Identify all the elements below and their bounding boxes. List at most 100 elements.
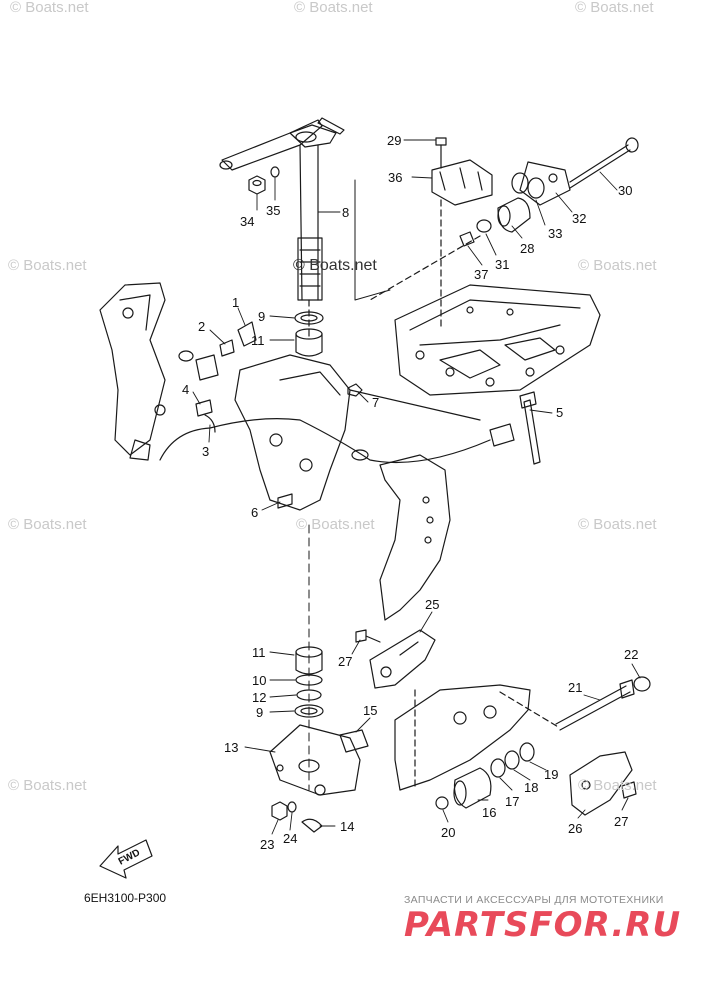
mount-rubber-16 (453, 767, 492, 809)
washer-19 (519, 742, 535, 762)
watermark: © Boats.net (578, 257, 657, 274)
part-15 (339, 729, 369, 753)
part-label-14: 14 (340, 819, 355, 834)
washer-31 (476, 219, 492, 233)
washer-9-bottom (294, 704, 324, 718)
part-label-23: 23 (260, 837, 275, 852)
watermark: © Boats.net (294, 0, 373, 16)
part-label-37: 37 (474, 267, 489, 282)
clip-1 (237, 321, 257, 347)
part-label-6: 6 (251, 505, 259, 520)
watermark: © Boats.net (296, 516, 375, 533)
bolt-29 (435, 137, 447, 169)
part-label-1: 1 (232, 295, 240, 310)
part-label-29: 29 (387, 133, 402, 148)
part-label-25: 25 (425, 597, 440, 612)
bracket-arm-right (379, 454, 451, 621)
washer-20 (435, 796, 449, 810)
lower-casing (394, 684, 531, 791)
part-label-35: 35 (266, 203, 281, 218)
diagram-code: 6EH3100-P300 (84, 891, 167, 905)
engine-base-casing (394, 284, 601, 396)
swivel-bracket (99, 282, 481, 511)
part-label-9-bottom: 9 (256, 705, 264, 720)
mount-25 (369, 629, 436, 689)
mount-rubber-28 (497, 197, 531, 233)
cover-26 (569, 751, 633, 816)
part-label-34: 34 (240, 214, 255, 229)
bolt-21 (555, 679, 635, 731)
part-label-28: 28 (520, 241, 535, 256)
brand-tagline: ЗАПЧАСТИ И АКСЕССУАРЫ ДЛЯ МОТОТЕХНИКИ (404, 894, 664, 906)
bolt-2 (219, 339, 235, 357)
bushing-11-bottom (295, 646, 323, 675)
part-label-13: 13 (224, 740, 239, 755)
bolt-30 (569, 137, 639, 189)
lower-bracket-13 (269, 724, 361, 796)
watermark: © Boats.net (8, 516, 87, 533)
washer-18 (504, 750, 520, 770)
steering-arm (219, 117, 345, 301)
part-label-11-top: 11 (251, 333, 265, 348)
part-label-15: 15 (363, 703, 378, 718)
part-label-12: 12 (252, 690, 267, 705)
bolt-27-bottom (621, 781, 637, 799)
washer-22 (633, 676, 651, 692)
washer-17 (490, 758, 506, 778)
part-label-18: 18 (524, 780, 539, 795)
part-label-21: 21 (568, 680, 583, 695)
watermark: © Boats.net (10, 0, 89, 16)
rubber-33 (511, 172, 545, 199)
part-label-8: 8 (342, 205, 350, 220)
plate-32 (519, 161, 571, 206)
watermark: © Boats.net (578, 516, 657, 533)
washer-24 (287, 801, 297, 813)
nut-34 (248, 175, 266, 195)
grommet-left (178, 350, 219, 381)
leader-lines (192, 139, 641, 835)
part-label-33: 33 (548, 226, 563, 241)
mount-bracket-36 (431, 159, 493, 206)
part-label-22: 22 (624, 647, 639, 662)
collar-37 (459, 231, 475, 247)
part-label-24: 24 (283, 831, 298, 846)
part-label-16: 16 (482, 805, 497, 820)
cable-tie-5 (519, 391, 541, 465)
part-label-11-bottom: 11 (252, 645, 266, 660)
part-label-17: 17 (505, 794, 520, 809)
wire-harness (159, 418, 515, 464)
fwd-arrow-icon (99, 839, 153, 879)
part-label-5: 5 (556, 405, 564, 420)
part-label-19: 19 (544, 767, 559, 782)
washer-12 (296, 689, 322, 701)
brand-logo: PARTSFOR.RU (404, 905, 682, 945)
bolt-6 (277, 493, 293, 509)
part-label-36: 36 (388, 170, 403, 185)
bushing-11-top (295, 328, 323, 357)
part-label-20: 20 (441, 825, 456, 840)
watermark: © Boats.net (8, 777, 87, 794)
part-label-27-bottom: 27 (614, 814, 629, 829)
clamp-4 (195, 399, 213, 417)
part-label-3: 3 (202, 444, 210, 459)
part-label-9-top: 9 (258, 309, 266, 324)
watermark: © Boats.net (8, 257, 87, 274)
washer-10 (295, 674, 323, 686)
clip-14 (301, 818, 323, 833)
part-label-7: 7 (372, 395, 380, 410)
part-label-10: 10 (252, 673, 267, 688)
watermark: © Boats.net (578, 777, 657, 794)
part-label-30: 30 (618, 183, 633, 198)
part-label-2: 2 (198, 319, 206, 334)
bolt-27-top (355, 629, 381, 643)
part-label-26: 26 (568, 821, 583, 836)
watermark-center: © Boats.net (293, 257, 377, 274)
part-label-31: 31 (495, 257, 510, 272)
part-label-27-top: 27 (338, 654, 353, 669)
washer-35 (270, 166, 280, 178)
part-label-32: 32 (572, 211, 587, 226)
clip-3 (204, 414, 216, 433)
nut-23 (271, 801, 288, 821)
part-label-4: 4 (182, 382, 190, 397)
